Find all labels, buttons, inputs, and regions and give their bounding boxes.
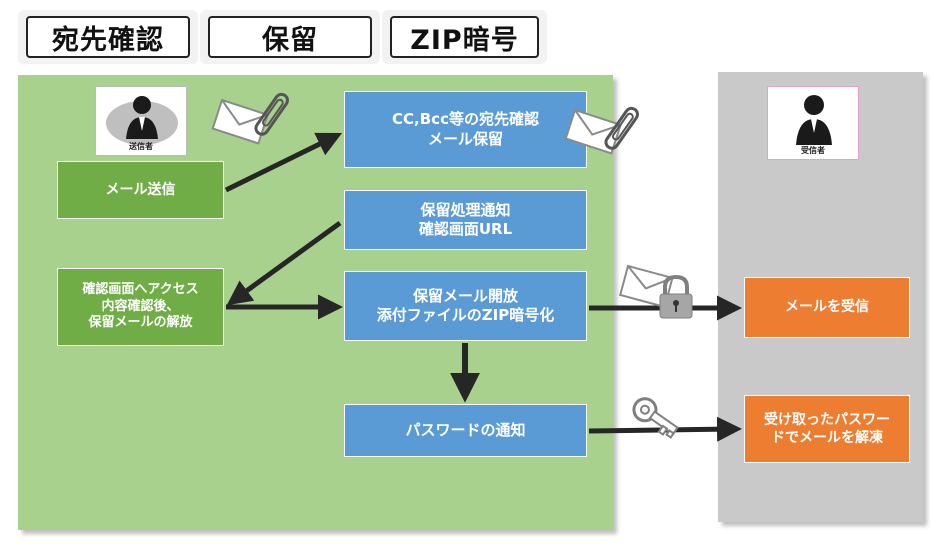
person-icon [796,95,832,145]
paperclip-icon [604,106,639,150]
step-notify: 保留処理通知 確認画面URL [344,190,587,250]
step-decrypt: 受け取ったパスワー ドでメールを解凍 [744,395,910,463]
arrow-send-to-confirm [224,132,343,193]
step-access: 確認画面へアクセス 内容確認後、 保留メールの解放 [57,268,224,346]
step-password: パスワードの通知 [344,404,587,457]
tab-hold: 保留 [200,10,380,64]
envelope-lock-icon [619,264,693,319]
sender-label: 送信者 [129,142,153,151]
step-receive: メールを受信 [744,277,910,338]
arrow-notify-to-access [226,220,342,306]
sender-avatar: 送信者 [95,86,187,156]
tab-label: ZIP暗号 [390,16,539,58]
step-send-mail: メール送信 [57,161,224,219]
envelope-clip-icon [211,98,269,145]
person-icon [106,96,178,145]
receiver-label: 受信者 [801,146,825,155]
tab-address-check: 宛先確認 [18,10,198,64]
paperclip-icon [254,92,289,136]
key-icon [632,397,679,439]
tab-zip-encrypt: ZIP暗号 [382,10,547,64]
step-confirm-hold: CC,Bcc等の宛先確認 メール保留 [344,91,587,168]
receiver-avatar: 受信者 [767,86,859,160]
step-release: 保留メール開放 添付ファイルのZIP暗号化 [344,271,587,341]
tab-label: 保留 [208,16,372,58]
tab-label: 宛先確認 [26,16,190,58]
